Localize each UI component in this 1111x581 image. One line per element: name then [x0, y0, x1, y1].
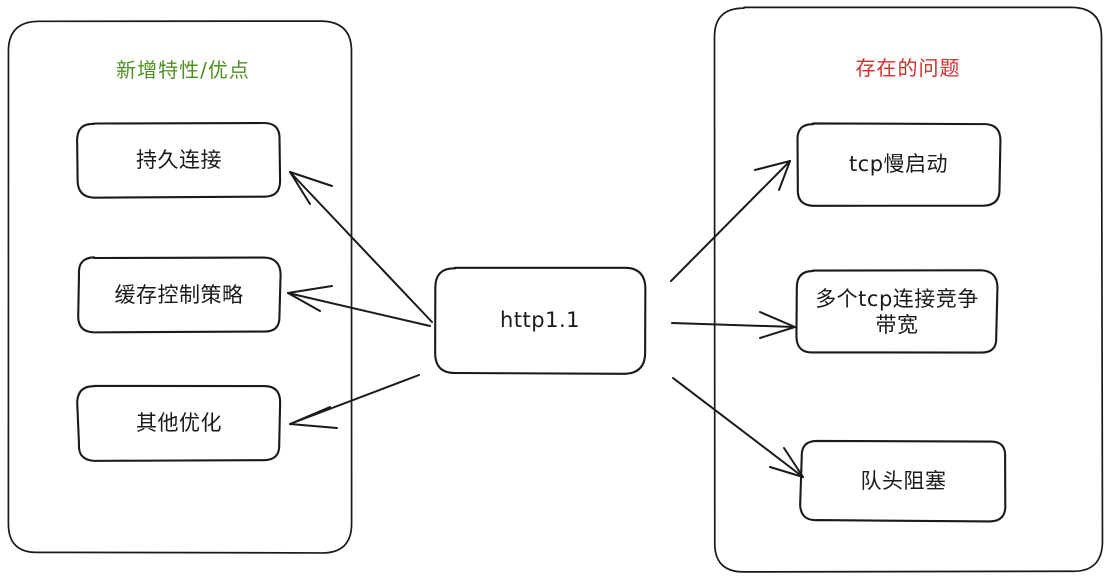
node-frames [77, 123, 1005, 521]
node-frame-http11[interactable] [435, 268, 645, 374]
edge-to-cache-control-policy [288, 286, 430, 326]
edge-to-other-optimizations [290, 375, 419, 428]
node-frame-multi-tcp-bandwidth-contention[interactable] [796, 270, 997, 352]
edge-to-head-of-line-blocking [673, 378, 803, 477]
group-title-benefits: 新增特性/优点 [23, 54, 343, 83]
edge-to-multi-tcp-bandwidth-contention [672, 312, 795, 338]
group-title-problems: 存在的问题 [748, 52, 1068, 81]
node-frame-tcp-slow-start[interactable] [798, 123, 1001, 205]
node-frame-cache-control-policy[interactable] [78, 257, 280, 332]
edge-to-tcp-slow-start [671, 161, 790, 281]
node-frame-persistent-connection[interactable] [77, 123, 280, 198]
node-frame-other-optimizations[interactable] [77, 386, 280, 461]
node-frame-head-of-line-blocking[interactable] [800, 441, 1005, 522]
edge-to-persistent-connection [290, 172, 432, 322]
